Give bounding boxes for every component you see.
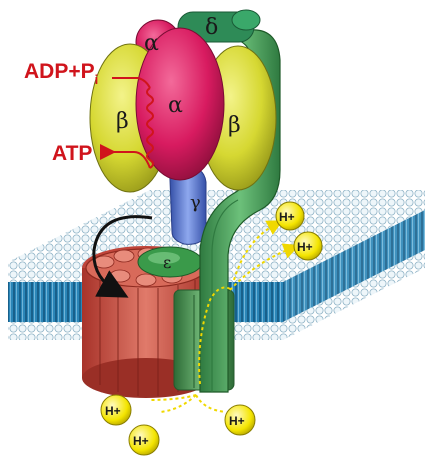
atp-label: ATP <box>52 142 92 165</box>
proton-top-2: H+ <box>294 232 322 260</box>
adp-pi-label: ADP+Pi <box>24 60 98 87</box>
delta-label: δ <box>205 15 218 40</box>
gamma-label: γ <box>190 192 201 213</box>
proton-top-1: H+ <box>276 202 304 230</box>
epsilon-label: ε <box>163 253 171 272</box>
proton-bottom-left: H+ <box>101 395 131 425</box>
f1-head <box>90 10 276 192</box>
svg-text:H+: H+ <box>133 434 149 448</box>
beta-left-label: β <box>116 109 129 134</box>
proton-bottom-right: H+ <box>225 405 255 435</box>
svg-text:H+: H+ <box>105 404 121 418</box>
svg-text:H+: H+ <box>229 414 245 428</box>
proton-bottom-center: H+ <box>129 425 159 455</box>
beta-right-label: β <box>228 113 241 138</box>
svg-text:H+: H+ <box>297 240 313 254</box>
alpha-center-label: α <box>168 93 183 118</box>
alpha-back-label: α <box>144 31 159 56</box>
svg-text:H+: H+ <box>279 210 295 224</box>
